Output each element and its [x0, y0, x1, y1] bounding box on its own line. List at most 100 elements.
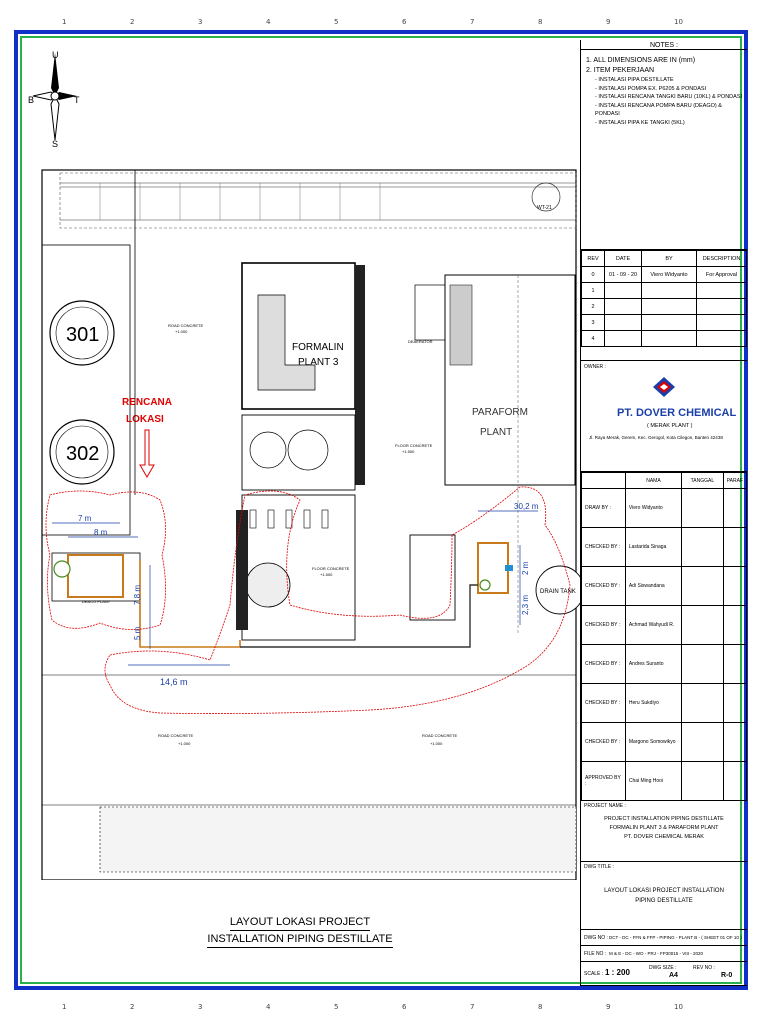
bottom-ruler: 1 2 3 4 5 6 7 8 9 10	[22, 1003, 744, 1013]
file-no-label: FILE NO :	[584, 951, 607, 957]
dwg-no-row: DWG NO : DCT - DC - FFN & FFP - PIPING -…	[581, 930, 747, 946]
sig-role: CHECKED BY :	[581, 683, 626, 723]
dwg-title-line: LAYOUT LOKASI PROJECT INSTALLATION	[604, 888, 724, 894]
rev-no-value: R-0	[721, 972, 733, 979]
sig-role: APPROVED BY :	[581, 761, 626, 801]
scale-row: SCALE : 1 : 200 DWG SIZE : A4 REV NO : R…	[581, 962, 747, 986]
dim-7-8m: 7,8 m	[133, 585, 142, 605]
ruler-mark: 5	[334, 18, 339, 26]
paraform-plant-label: PLANT	[480, 427, 512, 438]
sig-role: CHECKED BY :	[581, 527, 626, 567]
road-elev: +1.000	[175, 329, 188, 334]
floor-elev: +1.500	[402, 449, 415, 454]
rev-header: DESCRIPTION	[696, 250, 747, 267]
company-logo-icon	[653, 377, 675, 397]
ruler-mark: 4	[266, 18, 271, 26]
dim-30-2m: 30,2 m	[514, 502, 539, 511]
sig-name: Adi Siswandana	[624, 566, 683, 606]
rev-header: BY	[641, 250, 697, 267]
sig-name: Heru Sukdiyo	[624, 683, 683, 723]
notes-panel: NOTES : 1. ALL DIMENSIONS ARE IN (mm) 2.…	[581, 40, 747, 250]
floor-label: FLOOR CONCRETE	[395, 443, 433, 448]
notes-subitem: - INSTALASI RENCANA TANGKI BARU (10KL) &…	[595, 94, 743, 100]
ruler-mark: 9	[606, 18, 611, 26]
rev-cell: 3	[581, 314, 605, 331]
notes-subitem: - INSTALASI RENCANA POMPA BARU (DEAGO) &…	[595, 102, 722, 118]
title-block: NOTES : 1. ALL DIMENSIONS ARE IN (mm) 2.…	[580, 40, 748, 986]
ruler-mark: 5	[334, 1003, 339, 1011]
project-line: PT. DOVER CHEMICAL MERAK	[624, 834, 704, 840]
compass-west: B	[28, 95, 34, 105]
compass-icon: U S B T	[28, 50, 80, 148]
notes-item: 2. ITEM PEKERJAAN	[586, 67, 655, 74]
ruler-mark: 4	[266, 1003, 271, 1011]
ruler-mark: 6	[402, 1003, 407, 1011]
file-no-row: FILE NO : M & E - DC - WO - PRJ - FP3001…	[581, 946, 747, 962]
rev-header: DATE	[604, 250, 642, 267]
project-panel: PROJECT NAME : PROJECT INSTALLATION PIPI…	[581, 800, 747, 862]
notes-subitem: - INSTALASI PIPA KE TANGKI (5KL)	[595, 119, 685, 126]
compass-south: S	[52, 139, 58, 148]
rev-no-label: REV NO :	[693, 965, 715, 971]
road-label: ROAD CONCRETE	[422, 733, 457, 738]
dwg-title-line: PIPING DESTILLATE	[635, 898, 693, 904]
rev-cell: 1	[581, 282, 605, 299]
rev-cell: Viero Widyanto	[641, 266, 697, 283]
dim-2-3m: 2,3 m	[521, 595, 530, 615]
dim-2m: 2 m	[521, 561, 530, 575]
sig-name: Viero Widyanto	[624, 488, 683, 528]
dwg-no-label: DWG NO :	[584, 935, 608, 941]
lokasi-label: LOKASI	[126, 414, 164, 425]
ruler-mark: 9	[606, 1003, 611, 1011]
sig-name: Achmad Wahyudi R.	[624, 605, 683, 645]
project-label: PROJECT NAME :	[584, 803, 626, 809]
tank-301-label: 301	[66, 324, 99, 346]
rev-cell: 0	[581, 266, 605, 283]
ruler-mark: 2	[130, 18, 135, 26]
drawing-title-line1: LAYOUT LOKASI PROJECT	[229, 914, 371, 931]
rev-cell: 4	[581, 330, 605, 347]
sig-name: Chai Ming Hooi	[624, 761, 683, 801]
project-line: PROJECT INSTALLATION PIPING DESTILLATE	[604, 816, 724, 822]
rev-cell: For Approval	[696, 266, 747, 283]
ruler-mark: 7	[470, 18, 475, 26]
sig-role: CHECKED BY :	[581, 566, 626, 606]
scale-label: SCALE :	[584, 971, 604, 977]
sig-name: Andres Suranto	[624, 644, 683, 684]
ruler-mark: 8	[538, 18, 543, 26]
ruler-mark: 6	[402, 18, 407, 26]
plant-name: ( MERAK PLANT )	[647, 423, 693, 429]
top-ruler: 1 2 3 4 5 6 7 8 9 10	[22, 18, 744, 28]
rev-header: REV	[581, 250, 605, 267]
company-name: PT. DOVER CHEMICAL	[617, 407, 737, 419]
notes-subitem: - INSTALASI PIPA DESTILLATE	[595, 77, 674, 83]
wt-label: WT-21	[537, 205, 552, 211]
file-no-value: M & E - DC - WO - PRJ - FP30015 - VIII -…	[609, 951, 704, 956]
ruler-mark: 10	[674, 1003, 683, 1011]
scale-value: 1 : 200	[605, 968, 630, 977]
dwg-no-value: DCT - DC - FFN & FFP - PIPING - PLANT B …	[609, 935, 742, 940]
ruler-mark: 10	[674, 18, 683, 26]
ruler-mark: 2	[130, 1003, 135, 1011]
drawing-title-line2: INSTALLATION PIPING DESTILLATE	[207, 931, 393, 948]
notes-header: NOTES :	[649, 42, 678, 49]
sig-role: CHECKED BY :	[581, 644, 626, 684]
road-label: ROAD CONCRETE	[168, 323, 203, 328]
dwg-size-value: A4	[669, 972, 678, 979]
dwg-size-label: DWG SIZE :	[649, 965, 677, 971]
floor-label: FLOOR CONCRETE	[312, 566, 350, 571]
dwg-title-panel: DWG TITLE : LAYOUT LOKASI PROJECT INSTAL…	[581, 862, 747, 930]
owner-panel: OWNER : PT. DOVER CHEMICAL ( MERAK PLANT…	[581, 360, 747, 472]
paraform-label: PARAFORM	[472, 407, 528, 418]
dim-7m: 7 m	[78, 514, 92, 523]
notes-subitem: - INSTALASI POMPA EX. P6205 & PONDASI	[595, 85, 707, 92]
road-elev: +1.000	[178, 741, 191, 746]
rev-cell: 01 - 09 - 20	[604, 266, 642, 283]
rev-cell: 2	[581, 298, 605, 315]
ruler-mark: 1	[62, 1003, 67, 1011]
drain-tank-label: DRAIN TANK	[540, 589, 576, 595]
compass-east: T	[74, 95, 80, 105]
deaco-label: DEACO PLANT	[82, 599, 111, 604]
